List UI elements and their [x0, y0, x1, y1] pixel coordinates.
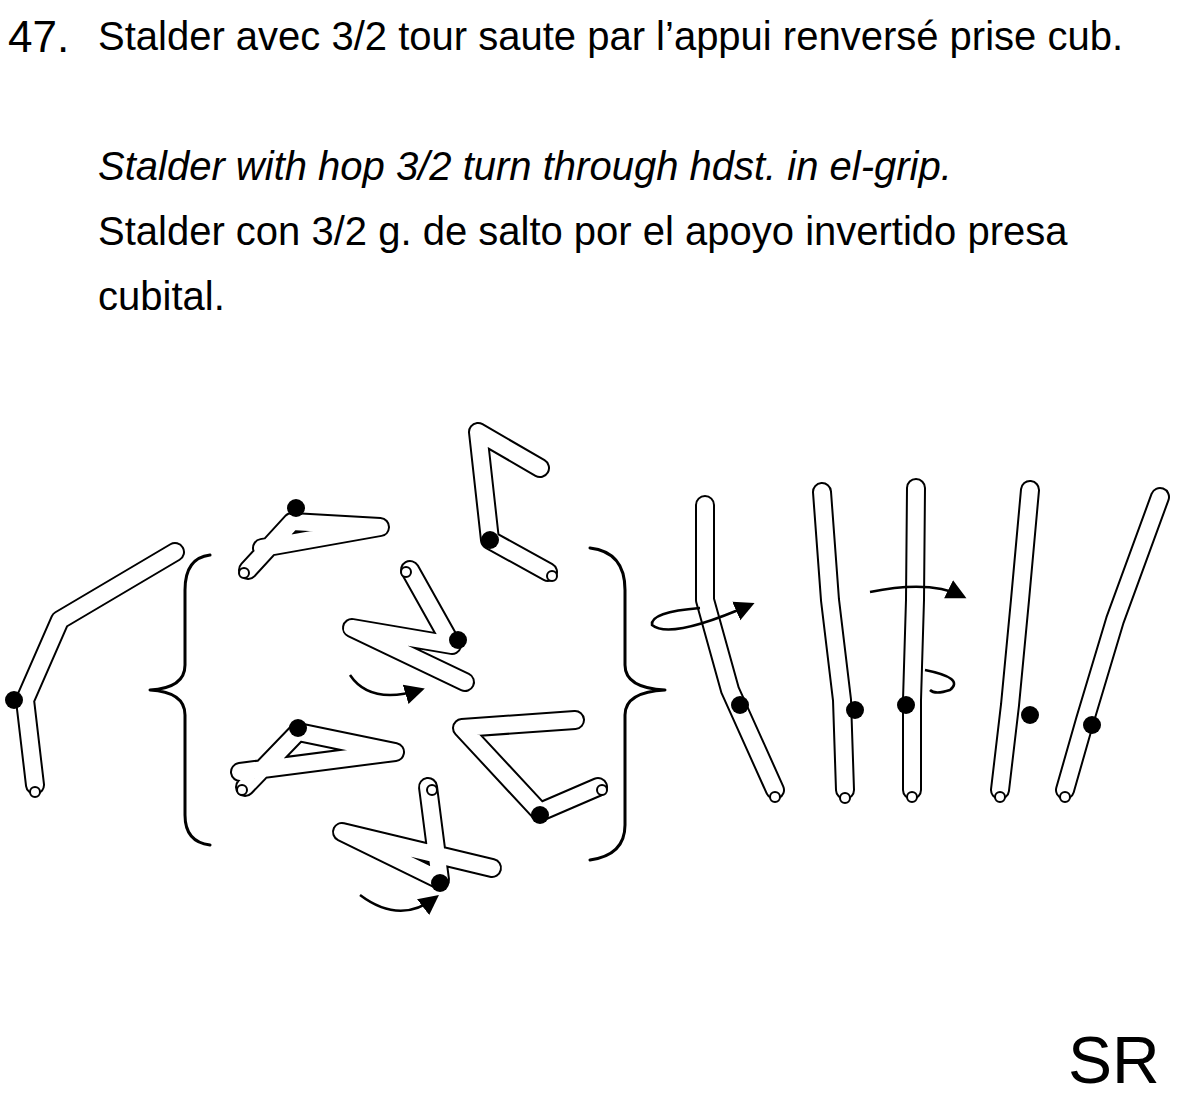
- gymnast-figure: [897, 488, 917, 802]
- brace: [590, 548, 665, 860]
- gymnast-figure: [995, 490, 1039, 802]
- rotation-arrow: [652, 605, 750, 630]
- gymnast-figure: [462, 720, 607, 824]
- gymnast-figure: [352, 567, 467, 682]
- rotation-arrow: [870, 587, 962, 596]
- gymnast-figure: [239, 499, 380, 578]
- gymnast-figure: [705, 505, 780, 802]
- english-text: Stalder with hop 3/2 turn through hdst. …: [98, 134, 1196, 199]
- french-text: Stalder avec 3/2 tour saute par l’appui …: [98, 4, 1196, 69]
- brace: [150, 555, 210, 845]
- gymnast-figure: [342, 785, 492, 892]
- gymnast-figure: [478, 432, 557, 581]
- gymnast-figure: [822, 492, 864, 803]
- gymnast-figure: [5, 552, 175, 797]
- spanish-text: Stalder con 3/2 g. de salto por el apoyo…: [98, 199, 1196, 329]
- rotation-arrow: [925, 670, 954, 693]
- rotation-arrow: [360, 895, 435, 911]
- gymnast-figure: [1060, 497, 1160, 802]
- callout-number: 47.: [8, 4, 98, 69]
- gymnast-figure: [237, 719, 395, 795]
- rotation-arrow: [350, 675, 420, 695]
- signature: SR: [1068, 1020, 1188, 1100]
